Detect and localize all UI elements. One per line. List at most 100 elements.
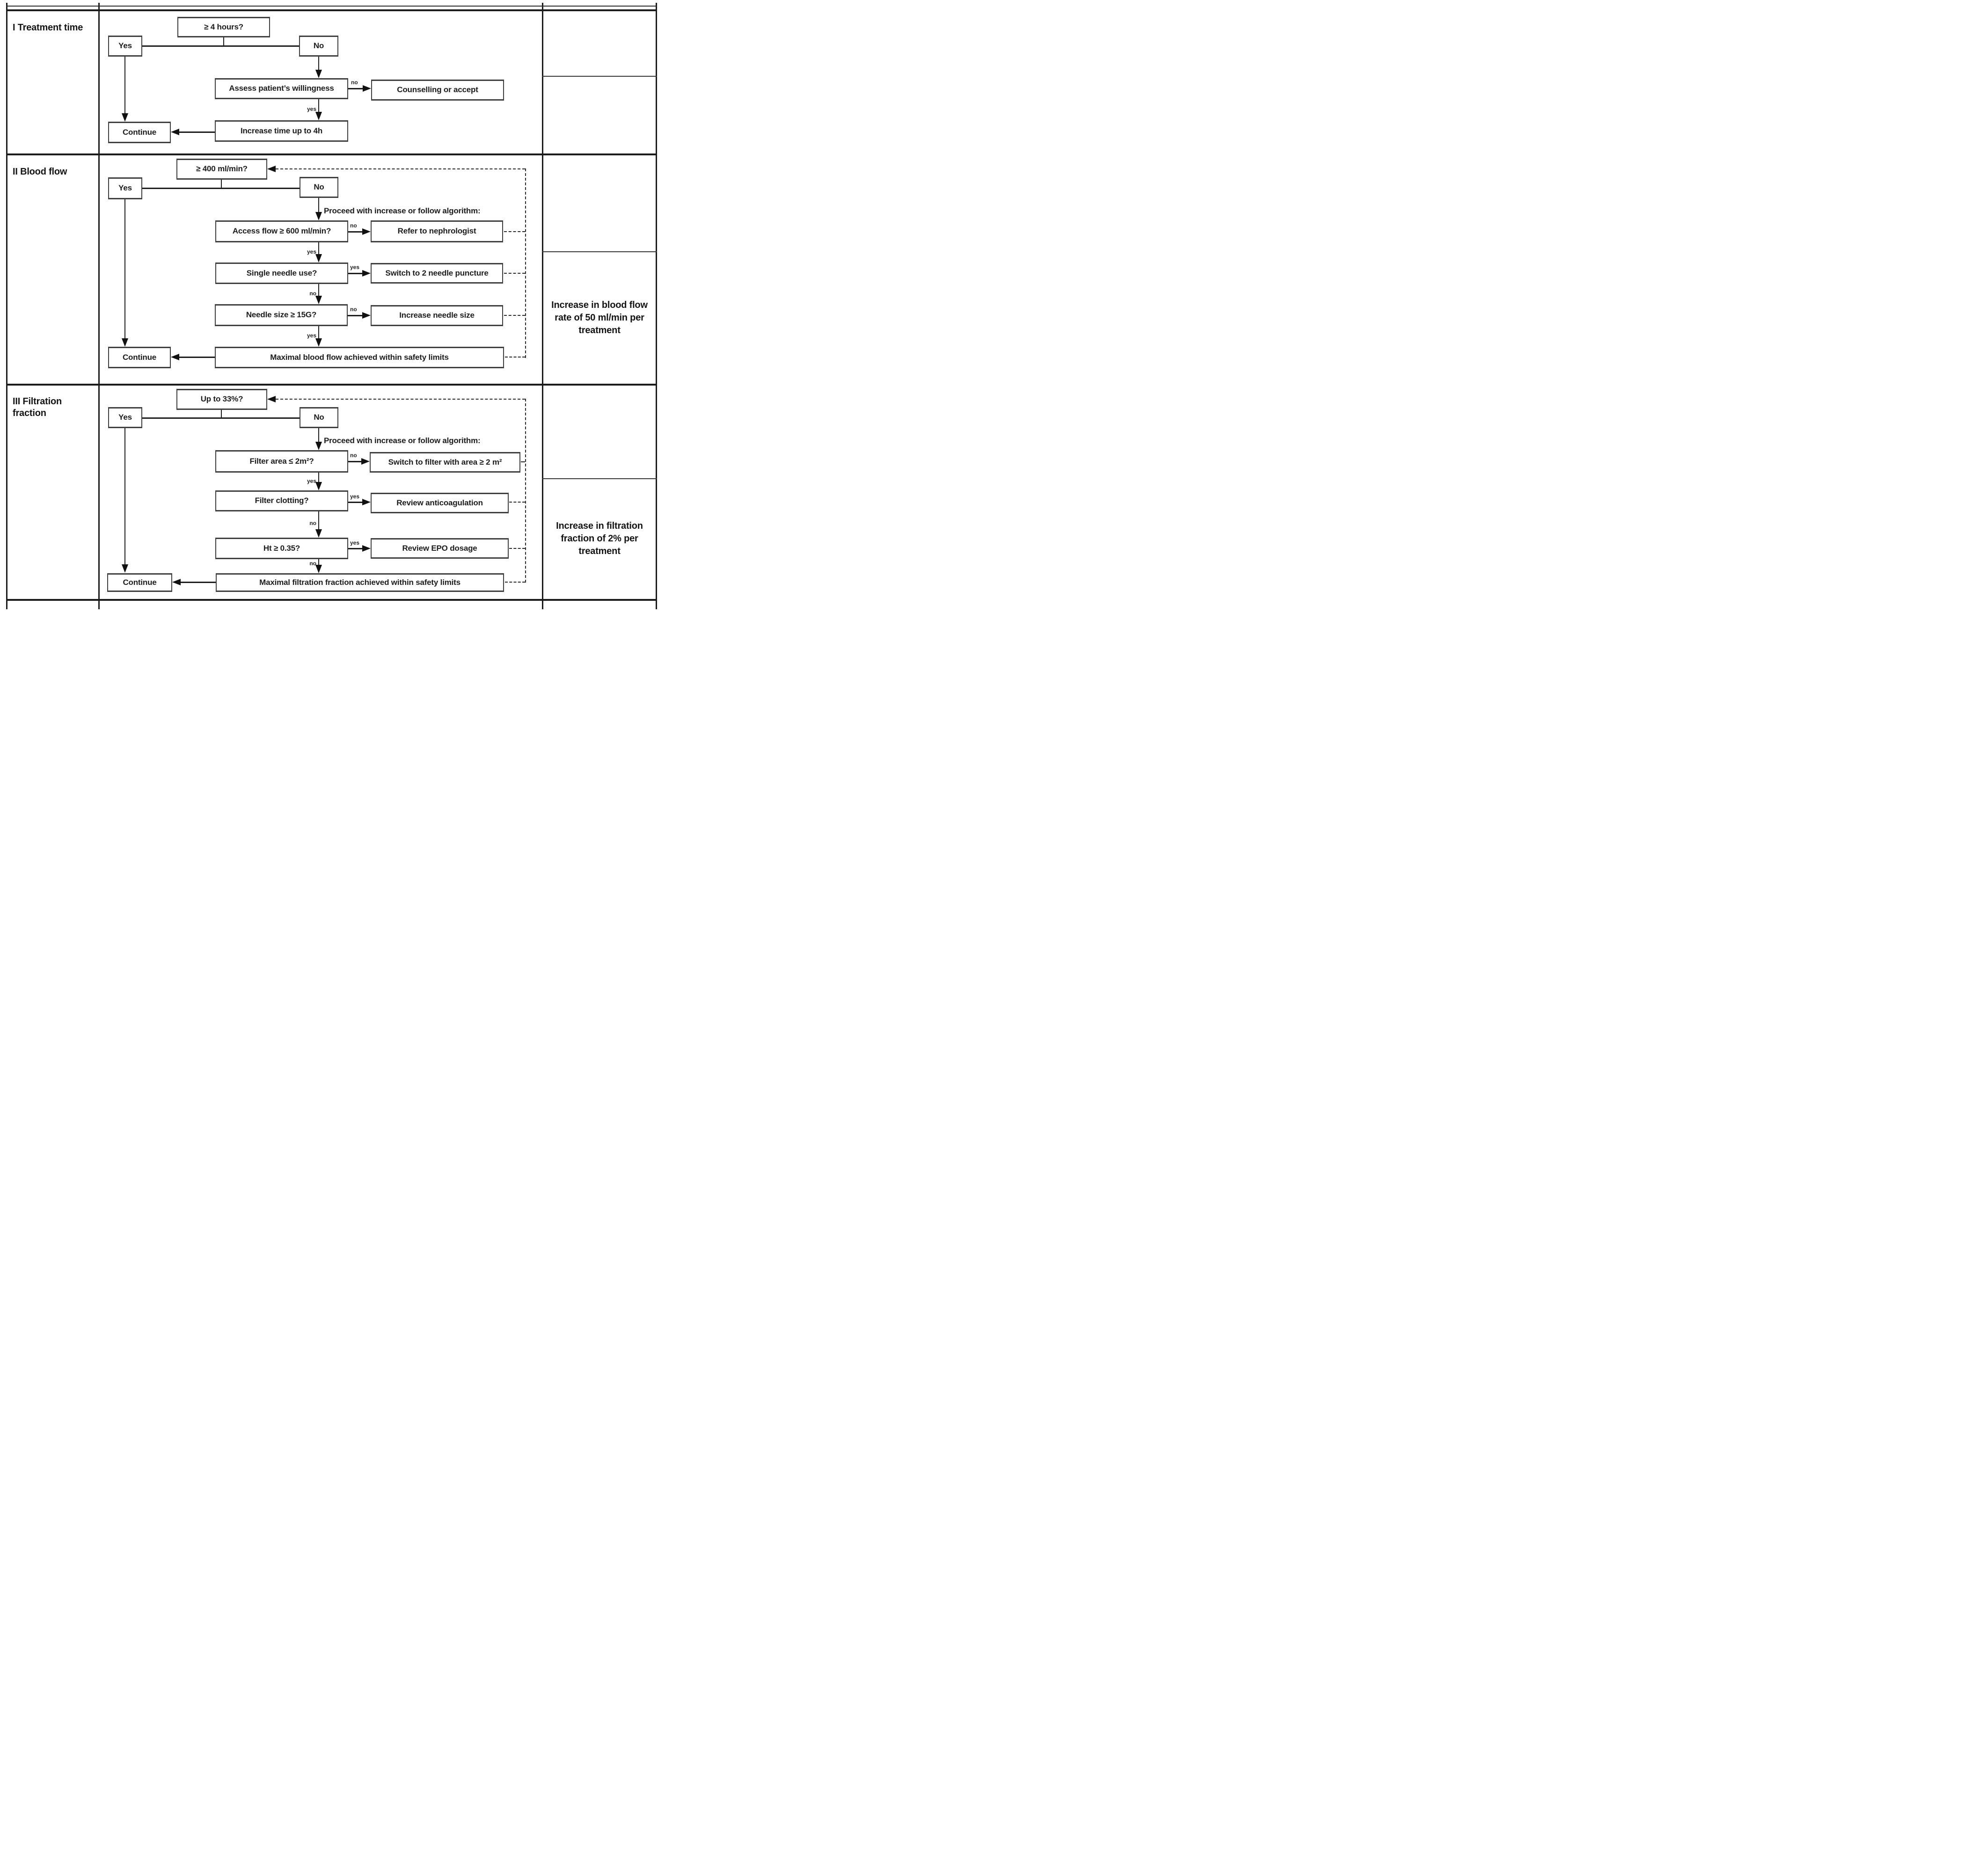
arrowhead-down xyxy=(315,442,322,450)
section3-proceed-caption: Proceed with increase or follow algorith… xyxy=(324,436,481,445)
arrowhead-left xyxy=(171,129,179,135)
arrowhead-down xyxy=(315,338,322,347)
connector xyxy=(318,559,319,565)
section2-needle-size-box: Needle size ≥ 15G? xyxy=(215,304,348,326)
edge-label-yes: yes xyxy=(307,332,316,339)
edge-label-no: no xyxy=(350,452,357,459)
connector xyxy=(179,131,215,133)
section1-assess-box: Assess patient’s willingness xyxy=(215,78,348,99)
connector xyxy=(223,37,224,46)
section1-increase-time-box: Increase time up to 4h xyxy=(215,120,348,142)
frame-label-column-border xyxy=(98,3,100,609)
section3-switch-filter-box: Switch to filter with area ≥ 2 m² xyxy=(370,452,520,473)
connector xyxy=(221,180,222,188)
edge-label-no: no xyxy=(350,306,357,313)
edge-label-yes: yes xyxy=(350,540,360,546)
feedback-dashed-stub xyxy=(504,231,525,232)
feedback-dashed-stub xyxy=(509,548,525,549)
frame-top-thin-rule xyxy=(6,6,657,7)
section3-label: III Filtration fraction xyxy=(13,396,62,418)
edge-label-yes: yes xyxy=(307,248,316,255)
arrowhead-down xyxy=(315,565,322,573)
connector xyxy=(142,188,300,189)
section2-increase-needle-box: Increase needle size xyxy=(371,305,503,326)
connector xyxy=(318,242,319,255)
edge-label-no: no xyxy=(309,290,316,297)
feedback-dashed-stub xyxy=(509,502,525,503)
arrowhead-left xyxy=(171,354,179,360)
frame-left-border xyxy=(6,3,7,609)
arrowhead-right xyxy=(362,228,371,235)
section3-question-box: Up to 33%? xyxy=(176,389,267,410)
connector xyxy=(348,461,361,462)
section3-note: Increase in filtration fraction of 2% pe… xyxy=(556,521,643,556)
section2-single-needle-box: Single needle use? xyxy=(215,263,348,284)
note-cell-divider-section2 xyxy=(542,251,657,252)
edge-label-yes: yes xyxy=(307,106,316,112)
section2-no-box: No xyxy=(300,177,338,198)
frame-divider-section2-3 xyxy=(6,384,657,386)
feedback-dashed-stub xyxy=(521,461,525,462)
section1-counselling-box: Counselling or accept xyxy=(371,80,504,101)
section1-label: I Treatment time xyxy=(13,22,83,33)
arrowhead-right xyxy=(362,545,371,552)
arrowhead-right xyxy=(362,499,371,505)
arrowhead-right xyxy=(361,458,370,465)
arrowhead-left xyxy=(267,166,276,172)
feedback-dashed-line xyxy=(525,168,526,358)
section2-maximal-box: Maximal blood flow achieved within safet… xyxy=(215,347,504,368)
feedback-dashed-stub xyxy=(505,582,525,583)
section3-maximal-box: Maximal filtration fraction achieved wit… xyxy=(216,573,504,592)
section1-no-box: No xyxy=(299,36,338,57)
section2-access-flow-box: Access flow ≥ 600 ml/min? xyxy=(215,220,348,242)
arrowhead-down xyxy=(315,296,322,304)
connector xyxy=(348,88,363,89)
connector xyxy=(179,357,215,358)
feedback-dashed-line xyxy=(525,399,526,583)
section3-review-epo-box: Review EPO dosage xyxy=(371,538,509,559)
arrowhead-down xyxy=(315,482,322,490)
arrowhead-down xyxy=(315,254,322,263)
connector xyxy=(318,428,319,442)
frame-note-column-border xyxy=(542,3,543,609)
section2-label: II Blood flow xyxy=(13,167,67,177)
arrowhead-down xyxy=(122,564,128,573)
section2-refer-box: Refer to nephrologist xyxy=(371,220,503,242)
connector xyxy=(318,99,319,112)
edge-label-yes: yes xyxy=(350,493,360,500)
section2-proceed-caption: Proceed with increase or follow algorith… xyxy=(324,206,481,215)
edge-label-no: no xyxy=(351,79,358,86)
edge-label-yes: yes xyxy=(350,264,360,270)
connector xyxy=(179,582,216,583)
section2-note: Increase in blood flow rate of 50 ml/min… xyxy=(551,299,648,336)
connector xyxy=(348,315,362,316)
edge-label-no: no xyxy=(309,520,316,526)
arrowhead-left xyxy=(172,579,181,585)
edge-label-no: no xyxy=(350,222,357,229)
section3-continue-box: Continue xyxy=(107,573,172,592)
algorithm-figure: I Treatment time ≥ 4 hours? Yes No Asses… xyxy=(0,0,663,618)
feedback-dashed-stub xyxy=(504,273,525,274)
connector xyxy=(318,473,319,482)
arrowhead-down xyxy=(315,70,322,78)
frame-bottom-border xyxy=(6,599,657,601)
arrowhead-down xyxy=(122,338,128,347)
section3-review-anticoagulation-box: Review anticoagulation xyxy=(371,493,509,513)
frame-top-border xyxy=(6,9,657,11)
section2-continue-box: Continue xyxy=(108,347,171,368)
section3-no-box: No xyxy=(300,407,338,428)
arrowhead-down xyxy=(315,112,322,120)
edge-label-no: no xyxy=(309,560,316,567)
section1-question-box: ≥ 4 hours? xyxy=(177,17,270,37)
section1-continue-box: Continue xyxy=(108,122,171,143)
arrowhead-down xyxy=(315,212,322,220)
arrowhead-right xyxy=(362,312,371,319)
section3-filter-clotting-box: Filter clotting? xyxy=(215,490,348,511)
connector xyxy=(142,417,300,419)
arrowhead-down xyxy=(315,529,322,538)
frame-right-border xyxy=(656,3,657,609)
section2-switch-needle-box: Switch to 2 needle puncture xyxy=(371,263,503,284)
connector xyxy=(318,511,319,530)
section3-ht-box: Ht ≥ 0.35? xyxy=(215,538,348,559)
arrowhead-right xyxy=(362,270,371,277)
